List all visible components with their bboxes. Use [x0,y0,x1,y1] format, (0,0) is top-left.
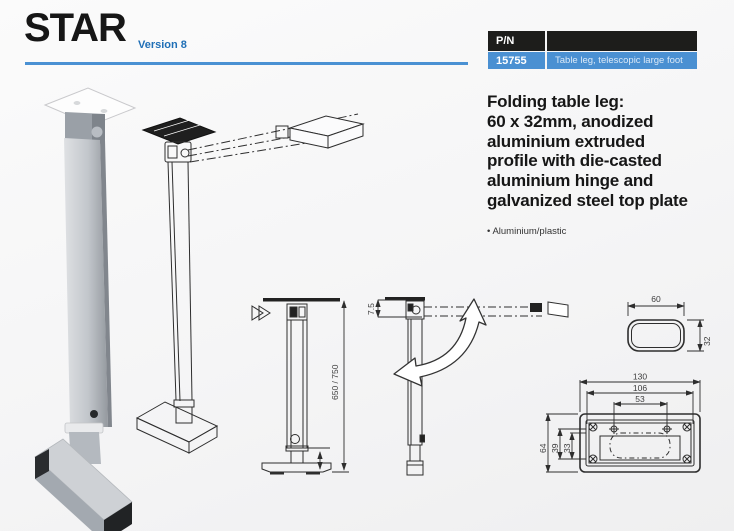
plate-width-dim-106: 106 [633,383,647,393]
plate-offset-dim-label: 7.5 [366,303,376,315]
profile-height-dim-label: 32 [702,336,712,346]
header-divider [25,62,468,65]
table-header-row: P/N [488,31,697,51]
heading-line: profile with die-casted [487,151,662,171]
material-bullet: • Aluminium/plastic [487,226,567,237]
rotation-arrow-icon [393,298,487,387]
description-cell: Table leg, telescopic large foot [545,52,697,69]
part-number-cell: 15755 [496,54,527,67]
description-header-cell [545,31,697,51]
part-number-table: P/N 15755 Table leg, telescopic large fo… [488,31,697,69]
leg-wireframe-drawing [135,113,365,454]
plate-depth-dim-64: 64 [538,443,548,453]
plate-plan-view-drawing: 130 106 53 64 39 33 [538,372,701,473]
leg-3d-render [34,87,137,531]
profile-view-drawing: 60 32 [627,294,712,352]
heading-line: Folding table leg: [487,92,625,111]
heading-line: aluminium extruded [487,131,645,151]
page-title: STAR [24,6,127,50]
version-label: Version 8 [138,39,187,51]
plate-depth-dim-39: 39 [550,443,560,453]
pn-header-cell: P/N [496,35,515,47]
height-dim-label: 650 / 750 [330,364,340,400]
front-view-drawing: 650 / 750 [251,298,349,475]
profile-width-dim-label: 60 [651,294,661,304]
heading-line: 60 x 32mm, anodized [487,111,654,131]
heading-line: galvanized steel top plate [487,190,688,210]
product-heading: Folding table leg: 60 x 32mm, anodized a… [487,92,734,211]
heading-line: aluminium hinge and [487,171,654,191]
folded-view-drawing: 7.5 [366,297,569,476]
plate-width-dim-53: 53 [635,394,645,404]
plate-depth-dim-33: 33 [562,443,572,453]
table-row: 15755 Table leg, telescopic large foot [488,52,697,69]
fold-indicator-icon [251,305,271,321]
plate-width-dim-130: 130 [633,372,647,382]
